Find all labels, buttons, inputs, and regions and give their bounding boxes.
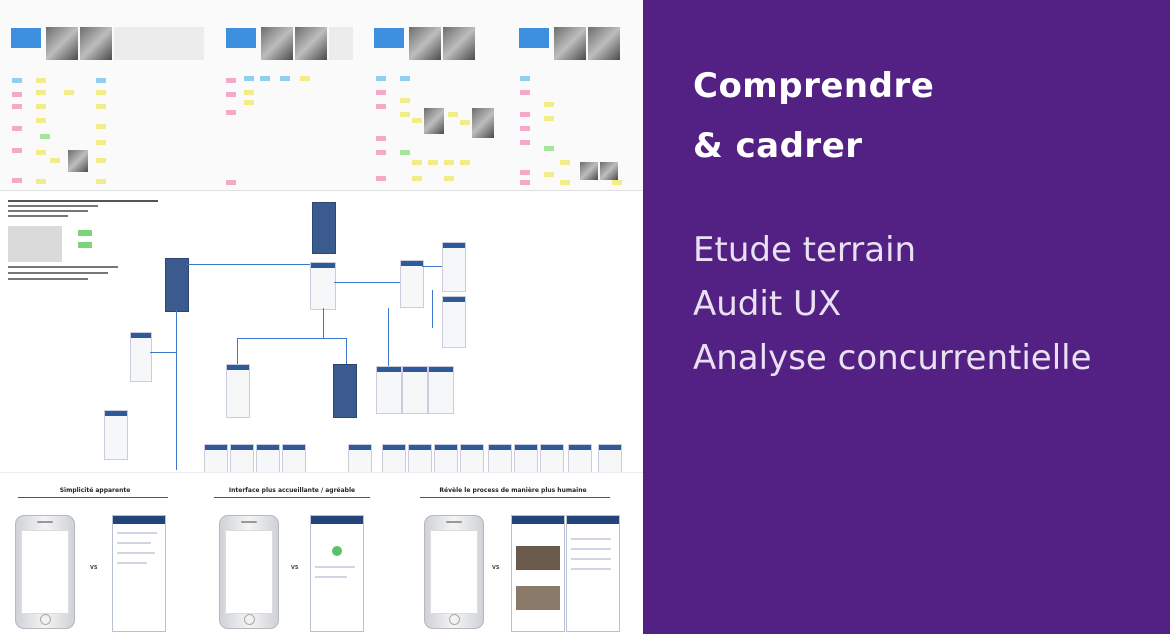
app-screen-search: [130, 332, 152, 382]
app-screen-filters: [376, 366, 402, 414]
app-screen-map: [104, 410, 128, 460]
competitor-phone: [15, 515, 75, 629]
storefront-photo: [80, 27, 112, 60]
app-screen-results: [428, 366, 454, 414]
app-screen-thumb: [434, 444, 458, 474]
headline-line-1: Comprendre: [693, 66, 935, 106]
storefront-photo: [554, 27, 586, 60]
app-screen-thumb: [598, 444, 622, 474]
storefront-photo: [261, 27, 293, 60]
notes-card: [329, 27, 353, 60]
competitor-phone: [219, 515, 279, 629]
app-screen-filters: [402, 366, 428, 414]
app-screen-thumb: [230, 444, 254, 474]
app-screen-thumb: [204, 444, 228, 474]
app-screen-thumb: [568, 444, 592, 474]
storefront-photo: [409, 27, 441, 60]
location-card: [374, 28, 404, 48]
field-study-column: [508, 0, 643, 190]
app-screen-thumb: [256, 444, 280, 474]
app-screen-thumb: [514, 444, 538, 474]
field-study-column: [215, 0, 375, 190]
app-screen-splash: [312, 202, 336, 254]
app-screen-thumb: [408, 444, 432, 474]
comparison-caption: Simplicité apparente: [59, 487, 131, 494]
notes-card: [114, 27, 204, 60]
ux-audit-flowchart: [0, 192, 643, 474]
redesign-mockup: [566, 515, 620, 632]
field-study-column: [0, 0, 204, 190]
storefront-photo: [295, 27, 327, 60]
competitor-phone: [424, 515, 484, 629]
app-screen-thumb: [540, 444, 564, 474]
caption-underline: [420, 497, 610, 498]
app-screen-menu: [165, 258, 189, 312]
app-screen-thumb: [488, 444, 512, 474]
caption-underline: [18, 497, 168, 498]
research-collage: Simplicité apparente Interface plus accu…: [0, 0, 643, 634]
item-ux-audit: Audit UX: [693, 284, 842, 324]
comparison-caption: Révèle le process de manière plus humain…: [439, 487, 587, 494]
title-panel: Comprendre & cadrer Etude terrain Audit …: [643, 0, 1170, 634]
item-competitive-analysis: Analyse concurrentielle: [693, 338, 1092, 378]
app-screen-thumb: [348, 444, 372, 474]
storefront-photo: [46, 27, 78, 60]
field-study-board: [0, 0, 643, 191]
storefront-photo: [588, 27, 620, 60]
location-card: [519, 28, 549, 48]
location-card: [226, 28, 256, 48]
app-screen-form: [442, 296, 466, 348]
app-screen-listing: [400, 260, 424, 308]
comparison-caption: Interface plus accueillante / agréable: [228, 487, 356, 494]
app-screen-home: [310, 262, 336, 310]
location-card: [11, 28, 41, 48]
field-study-column: [363, 0, 523, 190]
redesign-mockup: [310, 515, 364, 632]
redesign-mockup: [112, 515, 166, 632]
storefront-photo: [443, 27, 475, 60]
vs-label: VS: [492, 565, 500, 571]
app-screen-thumb: [460, 444, 484, 474]
app-screen-thumb: [282, 444, 306, 474]
redesign-mockup: [511, 515, 565, 632]
item-field-study: Etude terrain: [693, 230, 917, 270]
vs-label: VS: [90, 565, 98, 571]
app-screen-alert: [226, 364, 250, 418]
app-screen-form: [442, 242, 466, 292]
caption-underline: [214, 497, 370, 498]
app-screen-thumb: [382, 444, 406, 474]
headline-line-2: & cadrer: [693, 126, 863, 166]
app-screen-account: [333, 364, 357, 418]
competitive-analysis: Simplicité apparente Interface plus accu…: [0, 472, 643, 634]
vs-label: VS: [291, 565, 299, 571]
